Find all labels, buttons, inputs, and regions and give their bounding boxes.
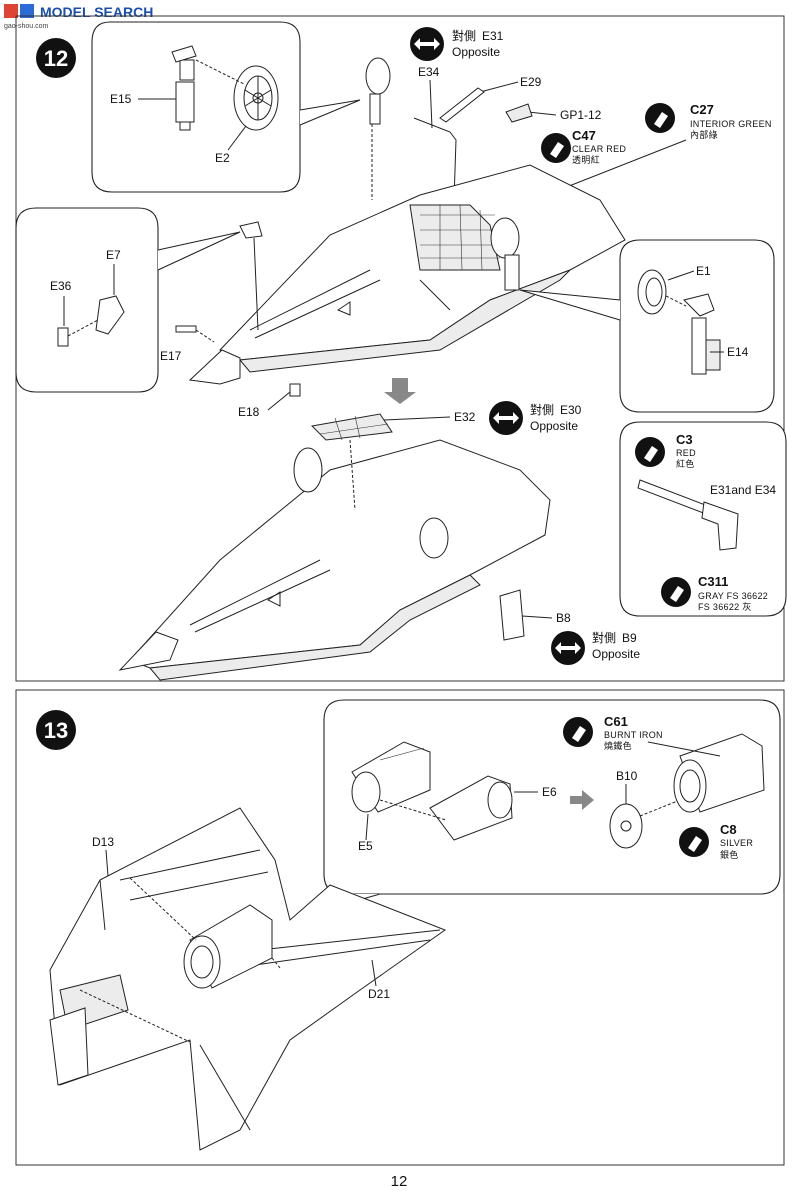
part-e29 bbox=[439, 87, 485, 123]
paint-c27: C27 INTERIOR GREEN 內部綠 bbox=[645, 102, 772, 140]
svg-text:對側: 對側 bbox=[452, 29, 476, 43]
page-number: 12 bbox=[391, 1173, 408, 1190]
part-e2 bbox=[233, 65, 279, 131]
svg-text:對側: 對側 bbox=[530, 403, 554, 417]
label-e31-e34: E31and E34 bbox=[710, 483, 776, 497]
part-b8 bbox=[499, 589, 525, 641]
svg-text:C8: C8 bbox=[720, 822, 737, 837]
label-e14: E14 bbox=[727, 345, 749, 359]
svg-text:SILVER: SILVER bbox=[720, 838, 753, 848]
detail-bubble-e15 bbox=[91, 21, 301, 193]
svg-text:E30: E30 bbox=[560, 403, 582, 417]
part-e14 bbox=[683, 293, 721, 375]
right-arrow-icon bbox=[570, 790, 594, 810]
svg-text:CLEAR RED: CLEAR RED bbox=[572, 144, 626, 154]
part-e6 bbox=[429, 775, 513, 841]
label-e1: E1 bbox=[696, 264, 711, 278]
svg-text:內部綠: 內部綠 bbox=[690, 129, 718, 140]
svg-text:FS 36622 灰: FS 36622 灰 bbox=[698, 601, 752, 612]
step12-number: 12 bbox=[44, 46, 68, 71]
label-gp1: GP1-12 bbox=[560, 108, 602, 122]
paint-c311: C311 GRAY FS 36622 FS 36622 灰 bbox=[661, 574, 768, 612]
part-gp1 bbox=[505, 103, 533, 123]
paint-c47: C47 CLEAR RED 透明紅 bbox=[541, 128, 626, 165]
svg-text:透明紅: 透明紅 bbox=[572, 155, 600, 165]
part-e7 bbox=[95, 295, 125, 335]
svg-text:銀色: 銀色 bbox=[720, 849, 739, 860]
paint-c8: C8 SILVER 銀色 bbox=[679, 822, 753, 860]
svg-text:E31: E31 bbox=[482, 29, 504, 43]
label-d13: D13 bbox=[92, 835, 114, 849]
detail-bubble-strut bbox=[619, 421, 787, 617]
svg-text:RED: RED bbox=[676, 448, 696, 458]
opposite-e31-note: 對側 E31 Opposite bbox=[410, 27, 504, 61]
detail-bubble-exhaust bbox=[323, 699, 781, 895]
label-e29: E29 bbox=[520, 75, 542, 89]
part-e5 bbox=[351, 741, 431, 813]
svg-text:C3: C3 bbox=[676, 432, 693, 447]
svg-text:對側: 對側 bbox=[592, 631, 616, 645]
step12-badge: 12 bbox=[36, 38, 76, 78]
label-e36: E36 bbox=[50, 279, 72, 293]
label-e18: E18 bbox=[238, 405, 260, 419]
label-b10: B10 bbox=[616, 769, 638, 783]
step13-number: 13 bbox=[44, 718, 68, 743]
opposite-e30-note: 對側 E30 Opposite bbox=[489, 401, 582, 435]
wheel-icon bbox=[490, 217, 520, 259]
svg-text:INTERIOR GREEN: INTERIOR GREEN bbox=[690, 119, 772, 129]
step13-frame bbox=[15, 689, 785, 1166]
svg-text:BURNT IRON: BURNT IRON bbox=[604, 730, 663, 740]
svg-text:B9: B9 bbox=[622, 631, 637, 645]
part-e36 bbox=[57, 327, 69, 347]
label-b8: B8 bbox=[556, 611, 571, 625]
part-e32 bbox=[310, 413, 393, 441]
part-b10 bbox=[609, 803, 643, 849]
rear-fuselage-assembly bbox=[49, 807, 447, 1151]
part-e15 bbox=[171, 45, 197, 131]
watermark-brand: MODEL SEARCH bbox=[40, 4, 153, 20]
label-e17: E17 bbox=[160, 349, 182, 363]
label-e6: E6 bbox=[542, 785, 557, 799]
step13-badge: 13 bbox=[36, 710, 76, 750]
label-e7: E7 bbox=[106, 248, 121, 262]
label-e5: E5 bbox=[358, 839, 373, 853]
wheel-icon bbox=[293, 447, 323, 493]
wheel-icon bbox=[419, 517, 449, 559]
svg-text:GRAY FS 36622: GRAY FS 36622 bbox=[698, 591, 768, 601]
svg-text:Opposite: Opposite bbox=[592, 647, 640, 661]
part-e1 bbox=[637, 269, 667, 315]
svg-text:Opposite: Opposite bbox=[530, 419, 578, 433]
label-e34: E34 bbox=[418, 65, 440, 79]
svg-text:燒鐵色: 燒鐵色 bbox=[604, 740, 632, 751]
label-d21: D21 bbox=[368, 987, 390, 1001]
part-strut-detail bbox=[637, 479, 739, 551]
watermark-site: gao-shou.com bbox=[4, 23, 49, 30]
svg-text:紅色: 紅色 bbox=[676, 458, 695, 469]
opposite-b9-note: 對側 B9 Opposite bbox=[551, 631, 640, 665]
label-e2: E2 bbox=[215, 151, 230, 165]
fuselage-assembly-lower bbox=[118, 413, 551, 681]
logo-mark-icon bbox=[4, 4, 18, 18]
svg-text:C47: C47 bbox=[572, 128, 596, 143]
paint-c61: C61 BURNT IRON 燒鐵色 bbox=[563, 714, 663, 751]
down-arrow-icon bbox=[384, 378, 416, 404]
wheel-icon bbox=[365, 57, 391, 95]
svg-text:Opposite: Opposite bbox=[452, 45, 500, 59]
svg-text:C61: C61 bbox=[604, 714, 628, 729]
label-e32: E32 bbox=[454, 410, 476, 424]
svg-text:C27: C27 bbox=[690, 102, 714, 117]
part-exhaust-painted bbox=[673, 733, 765, 813]
svg-text:C311: C311 bbox=[698, 574, 728, 589]
detail-bubble-e7 bbox=[15, 207, 159, 393]
fuselage-assembly-upper bbox=[188, 57, 626, 385]
label-e15: E15 bbox=[110, 92, 132, 106]
paint-c3: C3 RED 紅色 bbox=[635, 432, 696, 469]
